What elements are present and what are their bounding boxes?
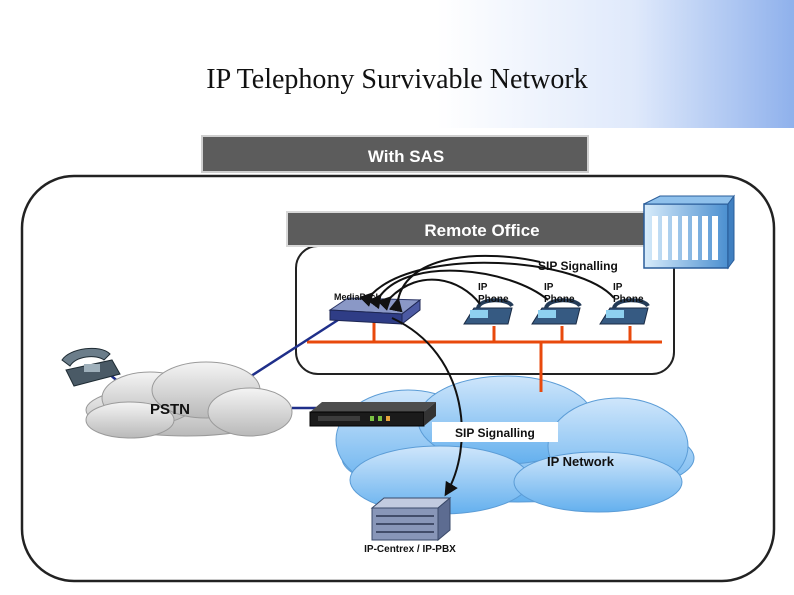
building-icon [643, 194, 735, 270]
sip-label-bottom-bg [432, 422, 558, 442]
svg-text:IP: IP [613, 282, 623, 293]
ip-pbx-server-icon [370, 496, 452, 542]
with-sas-banner: With SAS [201, 135, 589, 173]
sip-signalling-label-bottom: SIP Signalling [455, 426, 535, 440]
ip-network-cloud [335, 375, 695, 515]
slide-header: IP Telephony Survivable Network [0, 0, 794, 128]
pstn-label: PSTN [150, 401, 190, 418]
svg-text:IP: IP [478, 282, 488, 293]
remote-office-banner: Remote Office [286, 211, 662, 247]
ip-phone-icon-3 [599, 298, 650, 325]
ip-pbx-label: IP-Centrex / IP-PBX [364, 544, 456, 555]
svg-text:Phone: Phone [544, 294, 575, 305]
ip-phone-label-3: IP Phone [613, 282, 644, 305]
mediapack-label: MediaPack [334, 292, 382, 302]
sip-signalling-arrow-down [391, 317, 463, 497]
banner-label: With SAS [368, 147, 444, 166]
gateway-device-icon [309, 402, 436, 427]
analog-phone-icon [61, 347, 121, 387]
diagram-canvas: With SAS Remote Office [20, 135, 776, 583]
svg-text:Phone: Phone [478, 294, 509, 305]
ip-phone-icon-1 [463, 298, 514, 325]
ip-phone-icon-2 [531, 298, 582, 325]
network-diagram: With SAS Remote Office [0, 128, 794, 595]
slide-title: IP Telephony Survivable Network [206, 64, 588, 95]
svg-text:IP: IP [544, 282, 554, 293]
ip-phone-label-2: IP Phone [544, 282, 575, 305]
sip-signalling-arrows-top [359, 254, 615, 313]
trunk-links [247, 318, 339, 410]
ip-network-label: IP Network [547, 454, 615, 469]
svg-text:Phone: Phone [613, 294, 644, 305]
outer-frame [20, 174, 776, 583]
office-label: Remote Office [424, 221, 539, 240]
ip-phone-label-1: IP Phone [478, 282, 509, 305]
pstn-cloud [85, 361, 293, 439]
sip-signalling-label-top: SIP Signalling [538, 259, 618, 273]
